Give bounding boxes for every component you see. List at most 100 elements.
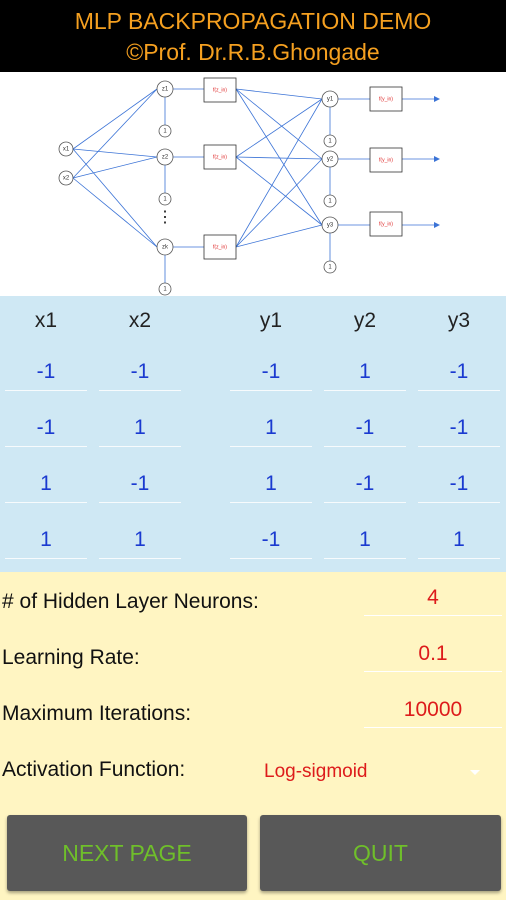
learning-rate-label: Learning Rate: (2, 646, 140, 669)
activation-function-value: Log-sigmoid (264, 761, 368, 782)
output-node-2 (321, 150, 339, 168)
activation-function-label: Activation Function: (2, 758, 186, 781)
hidden-function-box-2 (203, 144, 237, 170)
column-header-y3: y3 (447, 309, 471, 332)
hidden-node-label-2: z2 (162, 155, 169, 161)
link-fn1-output1 (235, 88, 323, 100)
table-cell-y1-row2[interactable]: 1 (230, 410, 312, 447)
table-cell-y1-row3[interactable]: 1 (230, 466, 312, 503)
table-cell-y1-row1[interactable]: -1 (230, 354, 312, 391)
hidden-bias-node-2 (158, 192, 172, 206)
link-input2-hidden3 (72, 177, 158, 248)
column-header-y1: y1 (259, 309, 283, 332)
quit-button[interactable]: QUIT (260, 815, 501, 891)
table-cell-y2-row4[interactable]: 1 (324, 522, 406, 559)
link-input2-hidden2 (72, 156, 158, 179)
column-header-x2: x2 (128, 309, 152, 332)
table-cell-x2-row1[interactable]: -1 (99, 354, 181, 391)
table-cell-y3-row3[interactable]: -1 (418, 466, 500, 503)
output1-arrow-icon (434, 96, 440, 102)
link-input1-hidden1 (72, 88, 158, 150)
link-input1-hidden2 (72, 148, 158, 158)
max-iterations-input[interactable]: 10000 (364, 693, 502, 728)
output-bias-node-2 (323, 194, 337, 208)
output-function-box-1 (369, 86, 403, 112)
table-cell-x2-row2[interactable]: 1 (99, 410, 181, 447)
output-function-box-2 (369, 147, 403, 173)
output-node-label-3: y3 (327, 223, 334, 229)
link-fn3-output1 (235, 98, 323, 248)
learning-rate-input[interactable]: 0.1 (364, 637, 502, 672)
output-bias-label-2: 1 (328, 199, 332, 205)
link-fn3-output2 (235, 158, 323, 248)
table-cell-x2-row3[interactable]: -1 (99, 466, 181, 503)
link-fn2-output1 (235, 98, 323, 158)
table-cell-y2-row1[interactable]: 1 (324, 354, 406, 391)
hidden-bias-node-1 (158, 124, 172, 138)
output-node-label-2: y2 (327, 157, 334, 163)
input-node-label-2: x2 (63, 176, 70, 182)
activation-function-select[interactable]: Log-sigmoid (262, 755, 484, 789)
input-node-1 (58, 141, 74, 157)
table-cell-y3-row4[interactable]: 1 (418, 522, 500, 559)
hidden-bias-node-3 (158, 282, 172, 296)
dropdown-arrow-icon (470, 770, 480, 775)
hidden-neurons-label: # of Hidden Layer Neurons: (2, 590, 259, 613)
hidden-function-label-2: f(z_in) (213, 154, 227, 160)
hidden-function-label-3: f(z_in) (213, 244, 227, 250)
link-fn2-output3 (235, 156, 323, 226)
output-function-label-3: f(y_in) (379, 221, 393, 227)
output-node-3 (321, 216, 339, 234)
output-node-label-1: y1 (327, 97, 334, 103)
app-title: MLP BACKPROPAGATION DEMO (74, 8, 432, 34)
output2-arrow-icon (434, 156, 440, 162)
table-cell-x2-row4[interactable]: 1 (99, 522, 181, 559)
table-cell-x1-row4[interactable]: 1 (5, 522, 87, 559)
hidden-ellipsis: ⋮ (157, 209, 173, 226)
output-node-1 (321, 90, 339, 108)
link-fn1-output3 (235, 88, 323, 226)
output-function-label-1: f(y_in) (379, 96, 393, 102)
output-function-label-2: f(y_in) (379, 157, 393, 163)
table-cell-y2-row2[interactable]: -1 (324, 410, 406, 447)
hidden-node-label-3: zk (162, 245, 169, 251)
input-node-label-1: x1 (63, 147, 70, 153)
table-cell-y3-row2[interactable]: -1 (418, 410, 500, 447)
table-cell-x1-row1[interactable]: -1 (5, 354, 87, 391)
network-diagram-svg: x1x2z11f(z_in)z21f(z_in)zk1f(z_in)y11f(y… (58, 77, 440, 296)
hidden-node-1 (156, 80, 174, 98)
hidden-bias-label-3: 1 (163, 287, 167, 293)
link-fn1-output2 (235, 88, 323, 160)
hidden-bias-label-2: 1 (163, 197, 167, 203)
link-input2-hidden1 (72, 88, 158, 179)
table-cell-x1-row2[interactable]: -1 (5, 410, 87, 447)
output-function-box-3 (369, 211, 403, 237)
hidden-neurons-input[interactable]: 4 (364, 581, 502, 616)
hidden-node-2 (156, 148, 174, 166)
network-nodes: x1x2z11f(z_in)z21f(z_in)zk1f(z_in)y11f(y… (58, 77, 440, 296)
next-page-button[interactable]: NEXT PAGE (7, 815, 247, 891)
max-iterations-label: Maximum Iterations: (2, 702, 192, 725)
app-header: MLP BACKPROPAGATION DEMO ©Prof. Dr.R.B.G… (0, 0, 506, 72)
hidden-node-3 (156, 238, 174, 256)
link-fn3-output3 (235, 224, 323, 248)
table-cell-y3-row1[interactable]: -1 (418, 354, 500, 391)
network-connections (72, 88, 434, 283)
output3-arrow-icon (434, 222, 440, 228)
output-bias-label-3: 1 (328, 265, 332, 271)
table-cell-y1-row4[interactable]: -1 (230, 522, 312, 559)
hidden-function-box-3 (203, 234, 237, 260)
hidden-node-label-1: z1 (162, 87, 169, 93)
column-header-y2: y2 (353, 309, 377, 332)
link-fn2-output2 (235, 156, 323, 160)
hidden-bias-label-1: 1 (163, 129, 167, 135)
settings-form: # of Hidden Layer Neurons: 4 Learning Ra… (0, 572, 506, 900)
output-bias-label-1: 1 (328, 139, 332, 145)
input-node-2 (58, 170, 74, 186)
table-cell-x1-row3[interactable]: 1 (5, 466, 87, 503)
table-cell-y2-row3[interactable]: -1 (324, 466, 406, 503)
output-bias-node-1 (323, 134, 337, 148)
app-subtitle: ©Prof. Dr.R.B.Ghongade (126, 39, 380, 65)
